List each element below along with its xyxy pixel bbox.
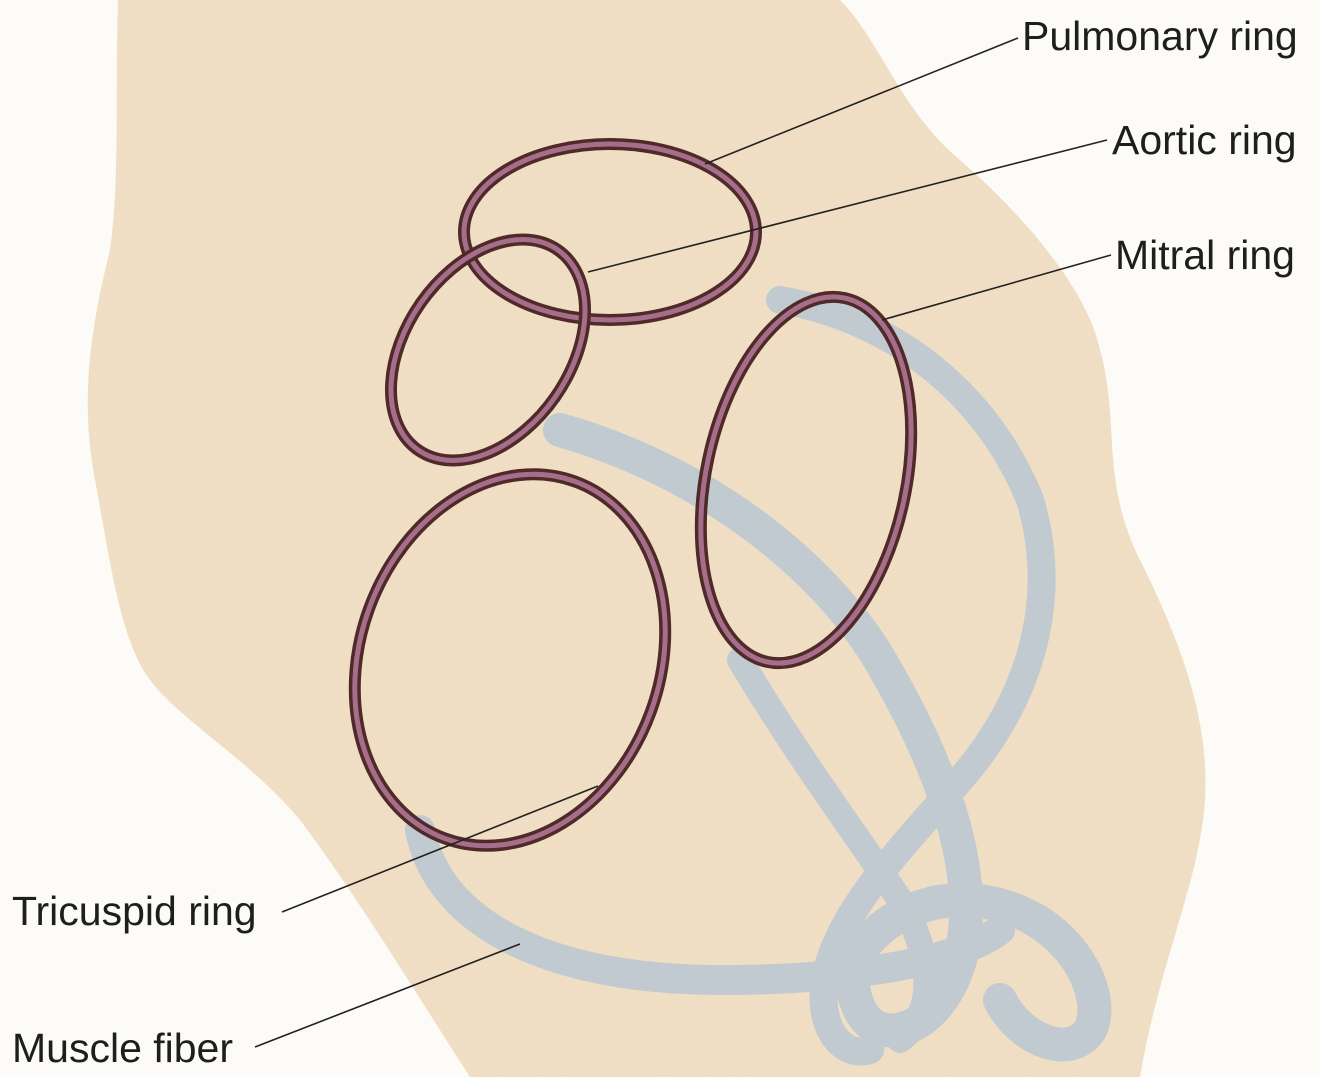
tricuspid-ring-label: Tricuspid ring [12,888,257,934]
pulmonary-ring-label: Pulmonary ring [1022,13,1298,59]
muscle-fiber-label: Muscle fiber [12,1025,233,1071]
mitral-ring-label: Mitral ring [1115,232,1295,278]
aortic-ring-label: Aortic ring [1112,117,1297,163]
